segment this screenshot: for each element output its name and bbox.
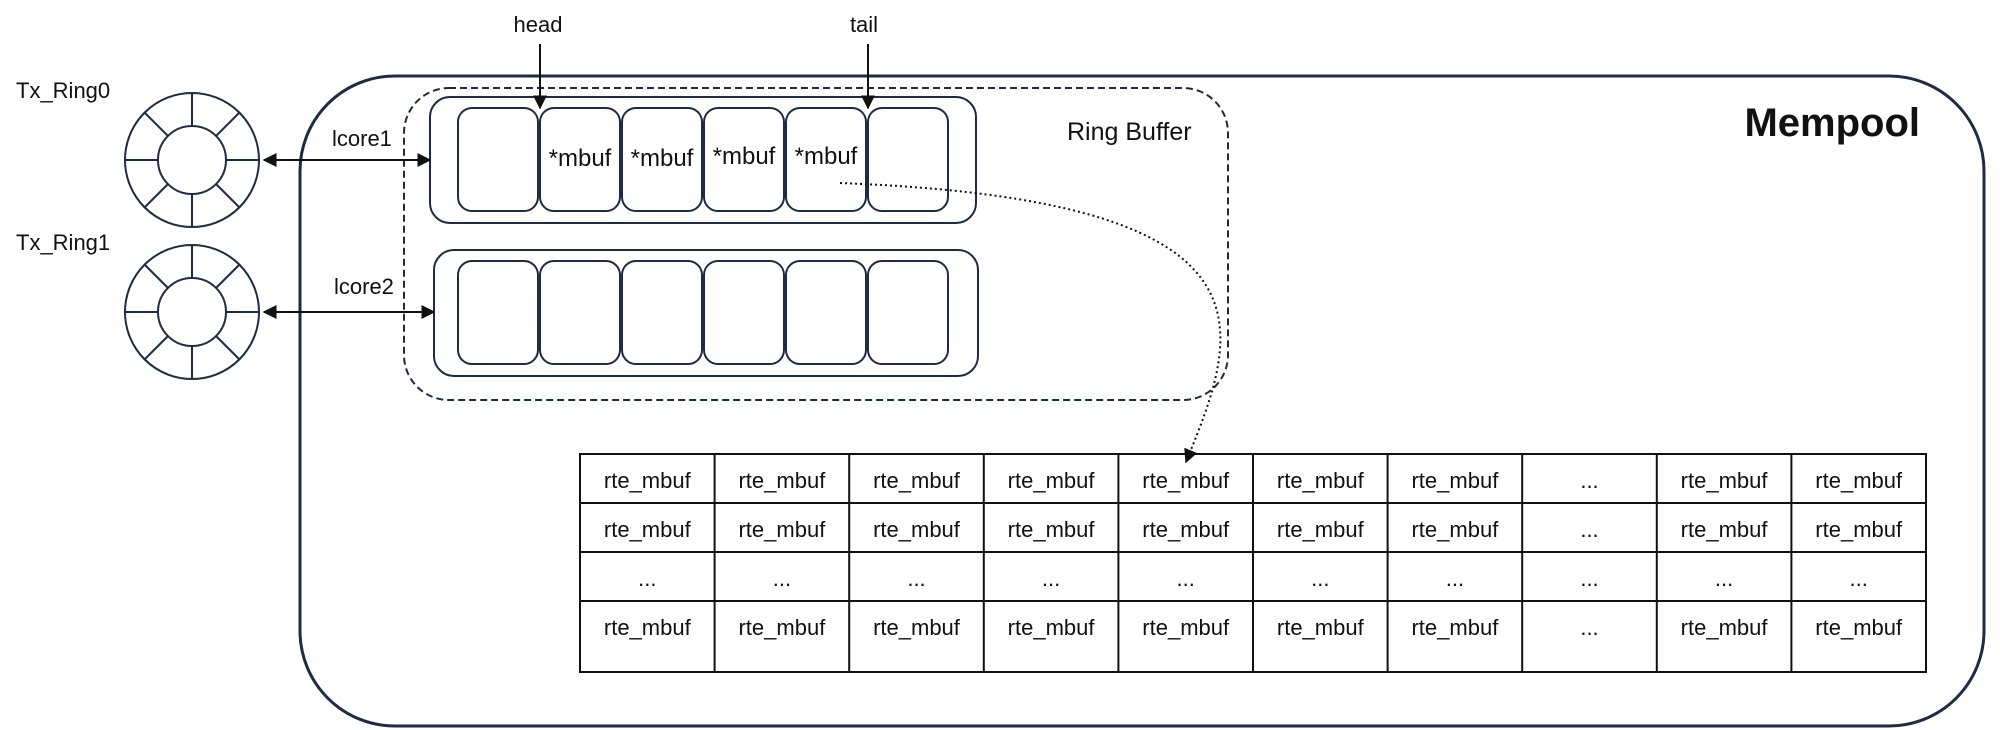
mempool-table: rte_mbuf rte_mbuf rte_mbuf rte_mbuf rte_mbuf…: [579, 453, 1927, 673]
slot: [867, 107, 949, 212]
table-cell: ...: [1446, 566, 1464, 591]
tx-ring-1-label: Tx_Ring1: [16, 230, 110, 255]
table-cell: ...: [1580, 566, 1598, 591]
ring-buffer-group: [403, 87, 1229, 401]
table-cell: rte_mbuf: [1815, 615, 1903, 640]
table-cell: rte_mbuf: [1411, 517, 1499, 542]
tx-ring-0-inner: [157, 125, 227, 195]
table-cell: ...: [1311, 566, 1329, 591]
table-cell: ...: [1177, 566, 1195, 591]
lcore2-label: lcore2: [334, 274, 394, 299]
slot-label: *mbuf: [795, 143, 858, 170]
table-cell: rte_mbuf: [1142, 517, 1230, 542]
table-cell: rte_mbuf: [604, 517, 692, 542]
slot: *mbuf: [539, 107, 621, 212]
slot: *mbuf: [621, 107, 703, 212]
table-cells: rte_mbuf rte_mbuf rte_mbuf rte_mbuf rte_mbuf…: [604, 468, 1903, 640]
table-cell: rte_mbuf: [1142, 615, 1230, 640]
table-cell: rte_mbuf: [738, 615, 826, 640]
head-label: head: [514, 12, 563, 37]
slot: [785, 260, 867, 365]
tx-ring-0-spokes: [125, 93, 259, 227]
table-cell: rte_mbuf: [738, 468, 826, 493]
slot: [457, 260, 539, 365]
slot: [457, 107, 539, 212]
table-cell: ...: [1580, 615, 1598, 640]
ring-buffer-label: Ring Buffer: [1067, 118, 1192, 146]
table-cell: ...: [1580, 468, 1598, 493]
table-cell: rte_mbuf: [1008, 517, 1096, 542]
table-cell: rte_mbuf: [1411, 468, 1499, 493]
tx-ring-0-label: Tx_Ring0: [16, 78, 110, 103]
tx-ring-1-inner: [157, 277, 227, 347]
table-grid: [580, 454, 1926, 672]
table-cell: rte_mbuf: [1681, 468, 1769, 493]
table-cell: rte_mbuf: [1681, 517, 1769, 542]
tx-ring-1-spokes: [125, 245, 259, 379]
slot: [703, 260, 785, 365]
tx-ring-0: Tx_Ring0 lcore1: [16, 78, 432, 228]
ring-buffer-2: [433, 249, 979, 377]
table-cell: rte_mbuf: [604, 468, 692, 493]
table-cell: ...: [907, 566, 925, 591]
slot-label: *mbuf: [713, 143, 776, 170]
table-cell: rte_mbuf: [1008, 615, 1096, 640]
table-cell: rte_mbuf: [1277, 468, 1365, 493]
table-cell: rte_mbuf: [1815, 517, 1903, 542]
table-cell: ...: [1580, 517, 1598, 542]
slot: [621, 260, 703, 365]
tx-ring-1: Tx_Ring1 lcore2: [16, 230, 436, 380]
table-cell: rte_mbuf: [1277, 517, 1365, 542]
slot-label: *mbuf: [549, 145, 612, 172]
table-cell: ...: [638, 566, 656, 591]
slot: [867, 260, 949, 365]
slot: [539, 260, 621, 365]
table-cell: rte_mbuf: [738, 517, 826, 542]
slot-label: *mbuf: [631, 145, 694, 172]
table-cell: rte_mbuf: [1815, 468, 1903, 493]
table-cell: rte_mbuf: [1277, 615, 1365, 640]
ring-buffer-1: *mbuf *mbuf *mbuf *mbuf: [429, 96, 977, 224]
table-cell: rte_mbuf: [1681, 615, 1769, 640]
lcore1-label: lcore1: [332, 126, 392, 151]
table-cell: ...: [1715, 566, 1733, 591]
table-cell: rte_mbuf: [873, 468, 961, 493]
table-cell: rte_mbuf: [604, 615, 692, 640]
table-cell: rte_mbuf: [873, 615, 961, 640]
slot: *mbuf: [703, 107, 785, 212]
mempool-frame: [298, 74, 1986, 728]
table-cell: rte_mbuf: [1142, 468, 1230, 493]
table-cell: ...: [1042, 566, 1060, 591]
table-cell: ...: [1850, 566, 1868, 591]
mbuf-pointer-arrow: [839, 182, 1222, 464]
table-cell: rte_mbuf: [1411, 615, 1499, 640]
tail-label: tail: [850, 12, 878, 37]
table-cell: rte_mbuf: [1008, 468, 1096, 493]
table-cell: rte_mbuf: [873, 517, 961, 542]
table-cell: ...: [773, 566, 791, 591]
mempool-title: Mempool: [1744, 101, 1920, 145]
slot: *mbuf: [785, 107, 867, 212]
